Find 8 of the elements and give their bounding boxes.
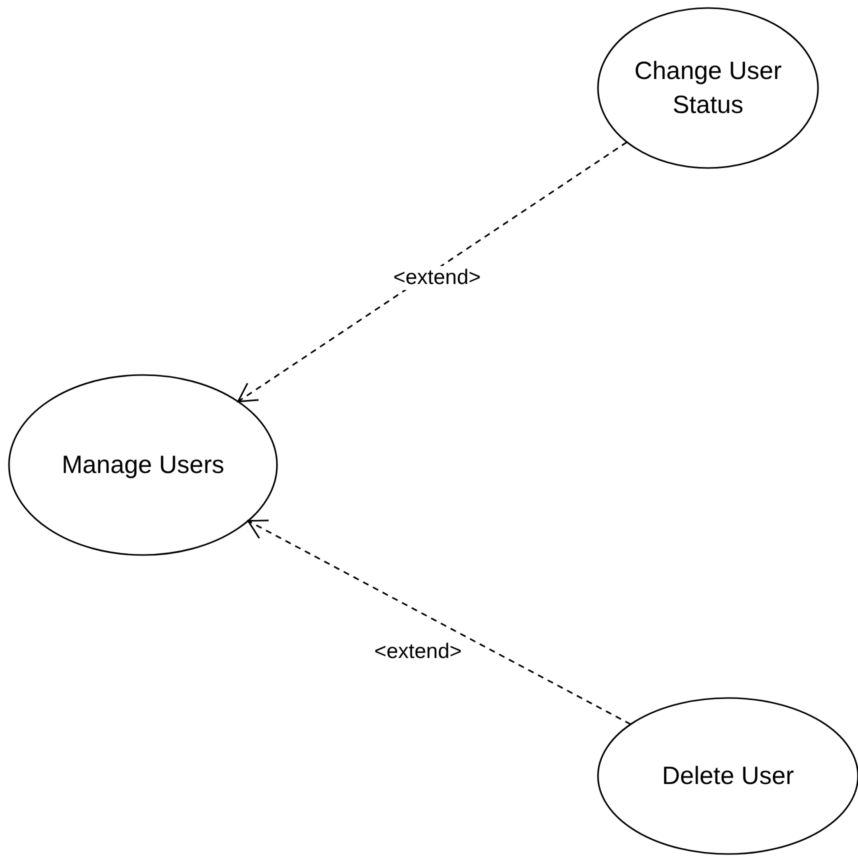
- dashed-arrow: [247, 520, 632, 725]
- use-case-ellipse: [8, 374, 278, 556]
- use-case-name: Manage Users: [62, 450, 224, 481]
- edge-label: <extend>: [391, 266, 483, 290]
- use-case-ellipse: [597, 7, 819, 169]
- dashed-arrow: [237, 141, 628, 402]
- use-case-name: Change User Status: [633, 56, 783, 121]
- use-case-name: Delete User: [662, 760, 794, 792]
